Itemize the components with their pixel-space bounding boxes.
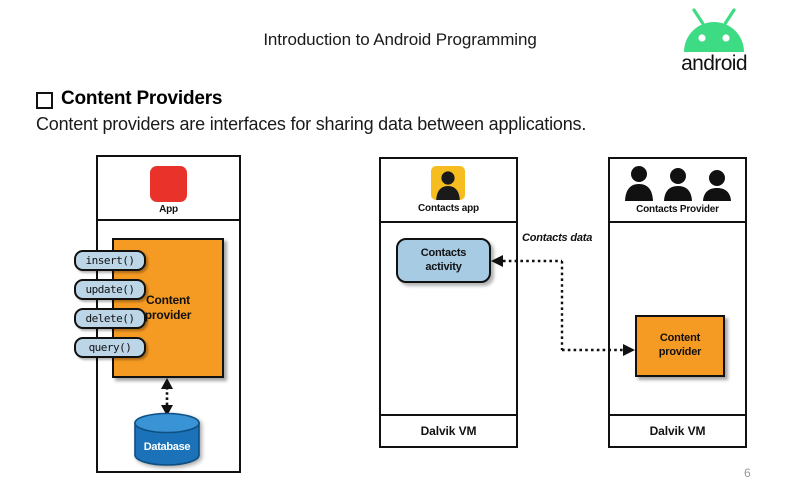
method-pill-query[interactable]: query(): [74, 337, 146, 358]
method-pill-update[interactable]: update(): [74, 279, 146, 300]
page-title: Introduction to Android Programming: [263, 30, 537, 49]
right-card-footer-dalvik-vm: Dalvik VM: [649, 424, 706, 438]
contacts-provider-people-icon: [620, 163, 736, 201]
hollow-square-bullet-icon: [36, 91, 53, 109]
section-heading-label: Content Providers: [61, 88, 223, 109]
contacts-app-caption: Contacts app: [418, 203, 479, 214]
section-description: Content providers are interfaces for sha…: [36, 114, 587, 134]
left-card-divider: [98, 219, 239, 221]
contacts-app-person-icon: [431, 166, 465, 200]
left-content-provider-label: Content provider: [144, 293, 192, 322]
page-number: 6: [744, 466, 751, 480]
contacts-provider-card: [608, 157, 747, 448]
section-heading: Content Providers: [36, 88, 222, 110]
middle-card-bottom-divider: [381, 414, 516, 416]
right-content-provider-label: Content provider: [658, 332, 702, 358]
middle-card-footer-dalvik-vm: Dalvik VM: [420, 424, 477, 438]
contacts-activity-label: Contacts activity: [420, 246, 467, 273]
android-robot-icon: [684, 8, 744, 52]
database-cylinder-icon: Database: [133, 412, 201, 466]
android-logo: android: [662, 8, 766, 80]
contacts-activity-box[interactable]: Contacts activity: [396, 238, 491, 283]
database-label: Database: [143, 441, 191, 453]
middle-card-top-divider: [381, 221, 516, 223]
android-wordmark: android: [681, 52, 747, 75]
left-card-caption: App: [159, 204, 178, 215]
contacts-data-connector: [491, 255, 635, 356]
contacts-app-card: [379, 157, 518, 448]
method-pill-insert[interactable]: insert(): [74, 250, 146, 271]
right-card-bottom-divider: [610, 414, 745, 416]
right-card-top-divider: [610, 221, 745, 223]
contacts-provider-caption: Contacts Provider: [636, 204, 719, 215]
method-pill-delete[interactable]: delete(): [74, 308, 146, 329]
contacts-data-label: Contacts data: [522, 232, 593, 244]
app-red-square-icon: [150, 166, 187, 202]
right-content-provider-box: Content provider: [635, 315, 725, 377]
provider-database-arrow: [161, 378, 173, 416]
